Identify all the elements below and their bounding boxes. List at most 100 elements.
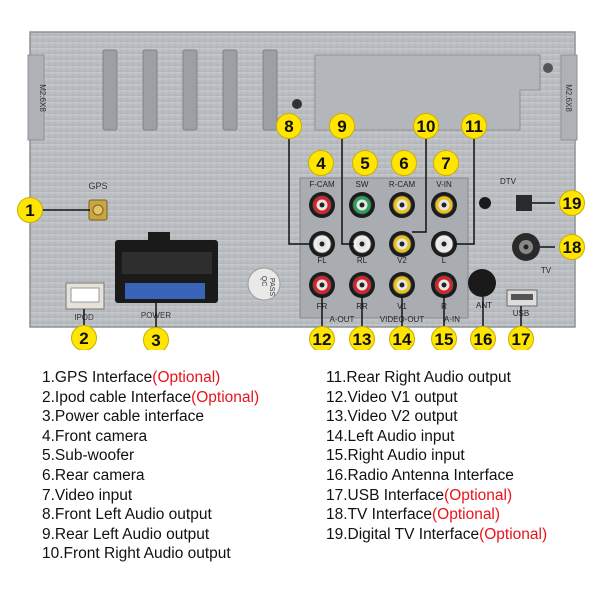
legend-item-optional: (Optional)	[431, 506, 501, 524]
rca-jacks	[309, 192, 457, 298]
label-rl: RL	[357, 256, 368, 265]
callout-13: 13	[349, 326, 375, 350]
callout-19: 19	[559, 190, 585, 216]
legend-item: 14.Left Audio input	[326, 427, 547, 447]
svg-text:13: 13	[353, 330, 372, 349]
legend-item-optional: (Optional)	[191, 388, 260, 406]
qc-line1: QC	[260, 276, 267, 287]
svg-text:8: 8	[284, 117, 293, 136]
tv-jack-pin	[523, 244, 529, 250]
label-l: L	[442, 256, 447, 265]
legend-item: 5.Sub-woofer	[42, 446, 259, 466]
tv-panel-label: TV	[541, 266, 552, 275]
jack-front-camera	[309, 192, 335, 218]
callout-16: 16	[470, 326, 496, 350]
callout-3: 3	[143, 327, 169, 350]
label-aout: A-OUT	[330, 315, 355, 324]
legend-item: 3.Power cable interface	[42, 407, 259, 427]
label-vin: V-IN	[436, 180, 452, 189]
jack-front-right	[309, 272, 335, 298]
callout-17: 17	[508, 326, 534, 350]
legend-item-text: 13.Video V2 output	[326, 408, 458, 426]
legend-item-text: 5.Sub-woofer	[42, 447, 135, 465]
jack-rear-camera	[389, 192, 415, 218]
callout-11: 11	[461, 113, 487, 139]
svg-text:14: 14	[393, 330, 412, 349]
ipod-connector	[65, 282, 105, 310]
callout-8: 8	[276, 113, 302, 139]
callout-18: 18	[559, 234, 585, 260]
svg-text:6: 6	[399, 154, 408, 173]
legend-item-text: 1.GPS Interface	[42, 369, 153, 386]
gps-panel-label: GPS	[88, 181, 107, 191]
dtv-panel-label: DTV	[500, 177, 517, 186]
jack-video-v2	[389, 231, 415, 257]
legend-item: 15.Right Audio input	[326, 446, 547, 466]
callout-1: 1	[17, 197, 43, 223]
label-v2: V2	[397, 256, 407, 265]
legend-right-column: 11.Rear Right Audio output 12.Video V1 ou…	[326, 368, 547, 544]
svg-text:7: 7	[441, 154, 450, 173]
callout-14: 14	[389, 326, 415, 350]
legend-item-text: 12.Video V1 output	[326, 388, 458, 406]
legend-item-text: 10.Front Right Audio output	[42, 545, 231, 563]
legend-item: 1.GPS Interface(Optional)	[42, 368, 259, 388]
legend-item-text: 14.Left Audio input	[326, 427, 455, 445]
legend-item-text: 6.Rear camera	[42, 466, 145, 484]
label-fcam: F-CAM	[309, 180, 335, 189]
callout-2: 2	[71, 325, 97, 350]
chassis-tab-left	[27, 54, 45, 141]
svg-text:16: 16	[474, 330, 493, 349]
legend-item-optional: (Optional)	[444, 486, 513, 504]
svg-text:12: 12	[313, 330, 332, 349]
legend-item-text: 9.Rear Left Audio output	[42, 525, 210, 543]
dtv-jack	[479, 197, 491, 209]
jack-right-audio-in	[431, 272, 457, 298]
jack-video-v1	[389, 272, 415, 298]
legend-item: 11.Rear Right Audio output	[326, 368, 547, 388]
svg-text:18: 18	[563, 238, 582, 257]
antenna-jack	[468, 269, 496, 297]
callout-7: 7	[433, 150, 459, 176]
legend-item: 2.Ipod cable Interface(Optional)	[42, 388, 259, 408]
legend-item-text: 15.Right Audio input	[326, 447, 465, 465]
label-sw: SW	[356, 180, 369, 189]
legend-item-text: 7.Video input	[42, 486, 133, 504]
legend-item: 8.Front Left Audio output	[42, 505, 259, 525]
jack-left-audio-in	[431, 231, 457, 257]
callout-12: 12	[309, 326, 335, 350]
label-rcam: R-CAM	[389, 180, 416, 189]
legend-item-text: 16.Radio Antenna Interface	[326, 466, 514, 484]
callout-4: 4	[308, 150, 334, 176]
power-connector	[115, 232, 218, 303]
callout-6: 6	[391, 150, 417, 176]
vent-slots	[102, 49, 278, 131]
svg-text:15: 15	[435, 330, 454, 349]
legend-item-text: 3.Power cable interface	[42, 408, 204, 426]
legend-item-text: 4.Front camera	[42, 427, 148, 445]
legend-left-column: 1.GPS Interface(Optional)2.Ipod cable In…	[42, 368, 259, 564]
svg-text:2: 2	[79, 329, 88, 348]
legend-item: 9.Rear Left Audio output	[42, 525, 259, 545]
callout-15: 15	[431, 326, 457, 350]
legend-item-text: 2.Ipod cable Interface	[42, 388, 192, 406]
legend-item: 6.Rear camera	[42, 466, 259, 486]
legend-item: 17.USB Interface(Optional)	[326, 486, 547, 506]
svg-text:3: 3	[151, 331, 160, 350]
legend-item-text: 17.USB Interface	[326, 486, 445, 504]
jack-front-left	[309, 231, 335, 257]
svg-text:11: 11	[465, 117, 483, 136]
legend-item-text: 11.Rear Right Audio output	[326, 369, 511, 386]
svg-text:17: 17	[512, 330, 531, 349]
svg-text:5: 5	[360, 154, 369, 173]
legend-item: 13.Video V2 output	[326, 407, 547, 427]
legend-item: 16.Radio Antenna Interface	[326, 466, 547, 486]
dtv-port	[516, 195, 532, 211]
jack-sub-woofer	[349, 192, 375, 218]
side-label-left: M2.6X8	[38, 84, 47, 112]
side-label-right: M2.6X8	[564, 84, 573, 112]
jack-rear-right	[349, 272, 375, 298]
svg-text:4: 4	[316, 154, 326, 173]
svg-text:10: 10	[417, 117, 436, 136]
